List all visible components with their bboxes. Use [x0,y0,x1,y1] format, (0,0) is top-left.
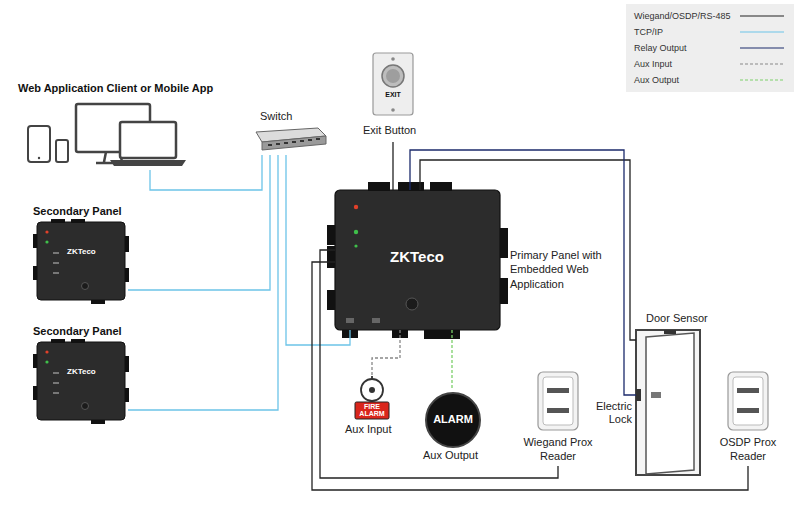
prox-reader: OSDP Prox Reader [713,368,783,466]
primary-panel: ZKTecoPrimary Panel with Embedded Web Ap… [335,190,500,330]
connector [410,150,636,395]
device-label: Door Sensor [646,312,708,326]
connector [286,155,350,345]
prox-reader: Wiegand Prox Reader [523,368,593,466]
primary-panel-body [327,182,508,339]
legend-text: Aux Output [634,75,679,85]
button-marking: EXIT [373,91,413,100]
connector [150,155,262,190]
exit-button-plate [373,53,413,115]
legend-entry: Aux Input [634,58,672,70]
legend-box [626,4,794,92]
connector [128,155,278,410]
connector [128,155,270,290]
reader-body [728,372,768,430]
brand-logo: ZKTeco [67,247,96,257]
panel-heading: Secondary Panel [33,205,122,219]
bell-plaque-text: FIRE ALARM [355,403,389,418]
legend-text: Relay Output [634,43,687,53]
connector [392,142,393,190]
legend: Wiegand/OSDP/RS-485TCP/IP Relay OutputAux… [634,10,734,92]
brand-logo: ZKTeco [67,367,96,377]
aux-output-device: ALARM Aux Output [420,390,486,466]
legend-entry: Wiegand/OSDP/RS-485 [634,10,731,22]
aux-input-device: FIRE ALARM Aux Input [345,375,400,440]
secondary-panel: Secondary PanelZKTeco [33,325,128,422]
device-label: Wiegand Prox Reader [523,436,593,464]
legend-text: Aux Input [634,59,672,69]
legend-entry: TCP/IP [634,26,663,38]
legend-text: TCP/IP [634,27,663,37]
legend-entry: Relay Output [634,42,687,54]
switch-node: Switch [252,110,330,155]
brand-logo: ZKTeco [390,248,444,267]
legend-samples [740,16,784,80]
device-label: Switch [260,110,292,124]
panel-caption: Primary Panel with Embedded Web Applicat… [510,248,605,291]
device-label: OSDP Prox Reader [713,436,783,464]
secondary-panel-body [33,219,129,304]
connector [312,262,748,490]
reader-body [538,372,578,430]
connector [420,160,636,340]
client-devices-group: Web Application Client or Mobile App [15,80,250,170]
client-devices [28,104,186,166]
legend-text: Wiegand/OSDP/RS-485 [634,11,731,21]
device-label: Electric Lock [586,400,632,426]
connector [372,330,400,375]
connector [451,330,452,390]
door: Door SensorElectric Lock [636,330,700,475]
device-label: Aux Input [345,423,391,437]
door-figure [636,330,700,475]
secondary-panel-body [33,339,129,424]
exit-button: EXIT Exit Button [360,50,428,142]
fire-bell [355,376,389,419]
secondary-panel: Secondary PanelZKTeco [33,205,128,302]
group-heading: Web Application Client or Mobile App [18,82,213,96]
network-switch [256,128,326,150]
panel-heading: Secondary Panel [33,325,122,339]
device-label: Exit Button [363,124,416,138]
alarm-marking: ALARM [420,413,486,427]
device-label: Aux Output [423,449,478,463]
legend-entry: Aux Output [634,74,679,86]
